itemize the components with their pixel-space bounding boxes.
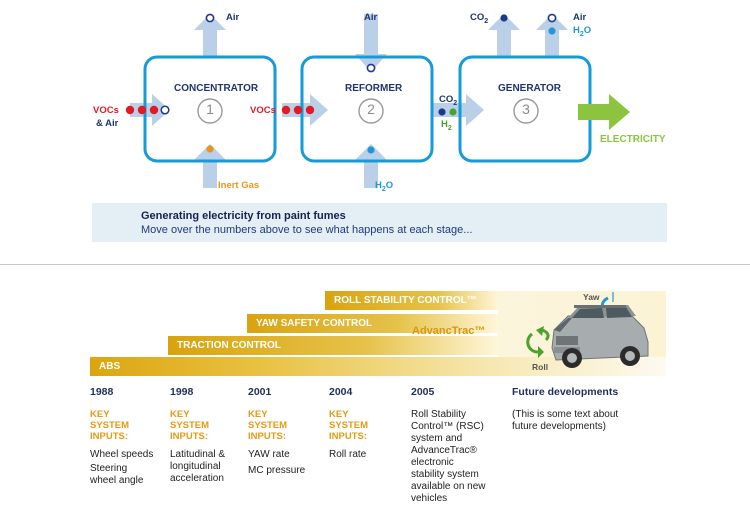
abs-bar: ABS — [90, 357, 666, 376]
input-item: Latitudinal & longitudinal acceleration — [170, 449, 226, 484]
suv-illustration — [526, 292, 649, 368]
year-label: 1988 — [90, 386, 114, 398]
stage-title-generator: GENERATOR — [498, 83, 561, 94]
stage-title-concentrator: CONCENTRATOR — [174, 83, 259, 94]
stage-1-circle — [197, 98, 223, 124]
stage-2-circle — [358, 98, 384, 124]
electricity-label: ELECTRICITY — [600, 134, 666, 145]
co2-out-arrow — [488, 14, 520, 58]
caption-subtitle: Move over the numbers above to see what … — [141, 224, 473, 236]
year-label: 2001 — [248, 386, 272, 398]
section-divider — [0, 264, 750, 265]
vocs-air-label-2: & Air — [96, 118, 119, 129]
yaw-label: Yaw — [583, 292, 600, 302]
stage-title-reformer: REFORMER — [345, 83, 403, 94]
key-inputs-heading: KEY SYSTEM INPUTS: — [248, 409, 288, 442]
co2-label-top: CO2 — [470, 12, 489, 25]
input-item: YAW rate — [248, 449, 290, 460]
inert-gas-label: Inert Gas — [218, 180, 260, 191]
air-label-1: Air — [226, 12, 240, 23]
co2-label-mid: CO2 — [439, 94, 458, 107]
timeline-column-future: Future developments (This is some text a… — [512, 386, 642, 433]
caption-box: Generating electricity from paint fumes … — [92, 203, 667, 242]
timeline-column-1988: 1988 KEY SYSTEM INPUTS: Wheel speeds Ste… — [90, 386, 165, 487]
timeline-column-1998: 1998 KEY SYSTEM INPUTS: Latitudinal & lo… — [170, 386, 245, 485]
advancetrac-label: AdvancTrac™ — [412, 325, 486, 337]
fuel-cell-process-diagram — [125, 13, 630, 188]
h2o-in-arrow — [355, 144, 387, 188]
caption-title: Generating electricity from paint fumes — [141, 210, 346, 222]
timeline-column-2001: 2001 KEY SYSTEM INPUTS: YAW rate MC pres… — [248, 386, 323, 477]
roll-stability-control-bar: ROLL STABILITY CONTROL™ — [325, 291, 498, 310]
vocs-label: VOCs — [250, 105, 276, 116]
air-label-3: Air — [573, 12, 587, 23]
timeline-column-2004: 2004 KEY SYSTEM INPUTS: Roll rate — [329, 386, 404, 461]
stage-3-circle — [513, 98, 539, 124]
air-h2o-out-arrow — [536, 14, 568, 58]
input-item: Steering wheel angle — [90, 463, 144, 486]
vocs-air-label-1: VOCs — [93, 105, 119, 116]
h2o-label-top: H2O — [573, 25, 592, 38]
air-label-2: Air — [364, 12, 378, 23]
key-inputs-heading: KEY SYSTEM INPUTS: — [170, 409, 210, 442]
vocs-transfer-arrow — [282, 94, 328, 126]
timeline-column-2005: 2005 Roll Stability Control™ (RSC) syste… — [411, 386, 491, 505]
stage-2-number[interactable]: 2 — [367, 101, 375, 117]
stage-1-number[interactable]: 1 — [206, 101, 214, 117]
stage-3-number[interactable]: 3 — [522, 101, 530, 117]
input-item: (This is some text about future developm… — [512, 409, 619, 432]
roll-label: Roll — [532, 362, 549, 372]
key-inputs-heading: KEY SYSTEM INPUTS: — [90, 409, 130, 442]
input-item: Wheel speeds — [90, 449, 154, 460]
key-inputs-heading: KEY SYSTEM INPUTS: — [329, 409, 369, 442]
electricity-arrow — [578, 94, 630, 130]
traction-control-bar: TRACTION CONTROL — [168, 336, 498, 355]
yaw-safety-control-bar: YAW SAFETY CONTROL — [247, 314, 498, 333]
input-item: MC pressure — [248, 465, 306, 476]
input-item: Roll rate — [329, 449, 367, 460]
inert-gas-in-arrow — [194, 144, 226, 188]
roll-arrow-icon — [526, 326, 550, 358]
year-label: 2004 — [329, 386, 353, 398]
air-out-arrow-1 — [194, 14, 226, 58]
year-label: Future developments — [512, 386, 619, 398]
year-label: 2005 — [411, 386, 435, 398]
input-item: Roll Stability Control™ (RSC) system and… — [411, 409, 486, 504]
h2o-label-bottom: H2O — [375, 180, 394, 193]
h2-label-mid: H2 — [441, 119, 452, 132]
year-label: 1998 — [170, 386, 194, 398]
